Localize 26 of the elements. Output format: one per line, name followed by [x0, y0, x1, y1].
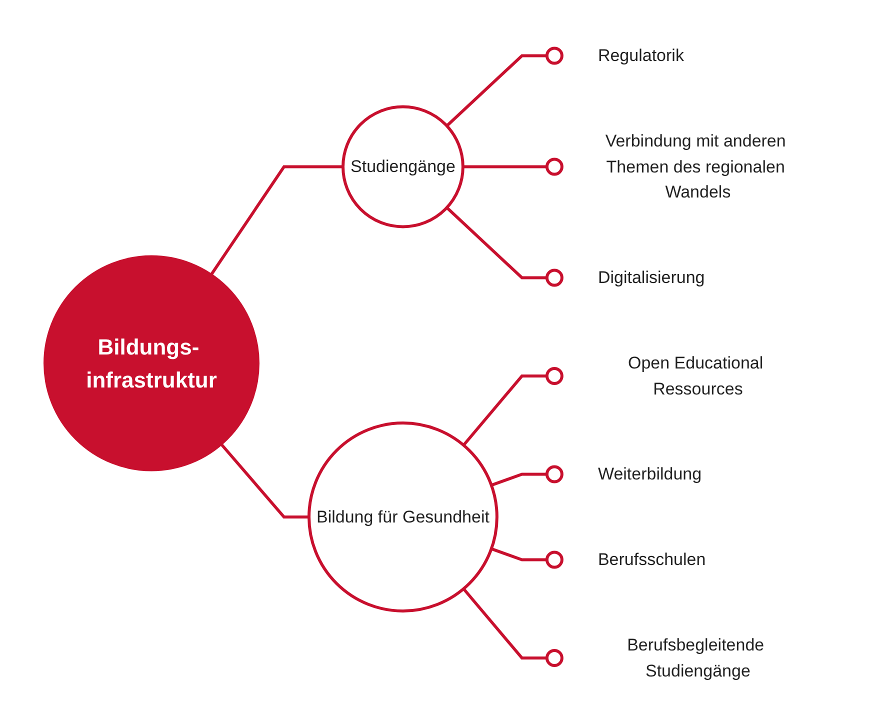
node-caption: Berufsbegleitende Studiengänge: [626, 635, 764, 680]
connector-line: [445, 54, 546, 127]
marker-circle: [544, 366, 563, 385]
connector-line: [462, 588, 546, 660]
node-caption: Regulatorik: [597, 46, 684, 65]
central-topic-circle: Bildungs- infrastruktur: [43, 255, 260, 471]
marker-circle: [544, 268, 563, 286]
topic-circle: Bildung für Gesundheit: [307, 421, 498, 612]
connector-line: [220, 443, 309, 518]
marker-circle: [544, 158, 563, 176]
node-caption: Weiterbildung: [597, 464, 702, 484]
marker-circle: [544, 648, 563, 667]
connector-line: [490, 547, 546, 561]
marker-circle: [544, 46, 563, 64]
connector-line: [210, 165, 343, 275]
node-caption: Verbindung mit anderen Themen des regionalen Wandels: [604, 131, 786, 202]
connector-line: [445, 206, 546, 279]
topic-circle: Studiengänge: [341, 105, 464, 228]
node-caption: Digitalisierung: [597, 268, 704, 287]
marker-circle: [544, 550, 563, 568]
connector-line: [490, 472, 546, 486]
marker-circle: [544, 465, 563, 483]
connector-line: [462, 165, 546, 168]
node-caption: Berufsschulen: [597, 550, 706, 569]
connector-line: [462, 374, 546, 446]
node-caption: Open Educational Ressources: [628, 353, 763, 398]
